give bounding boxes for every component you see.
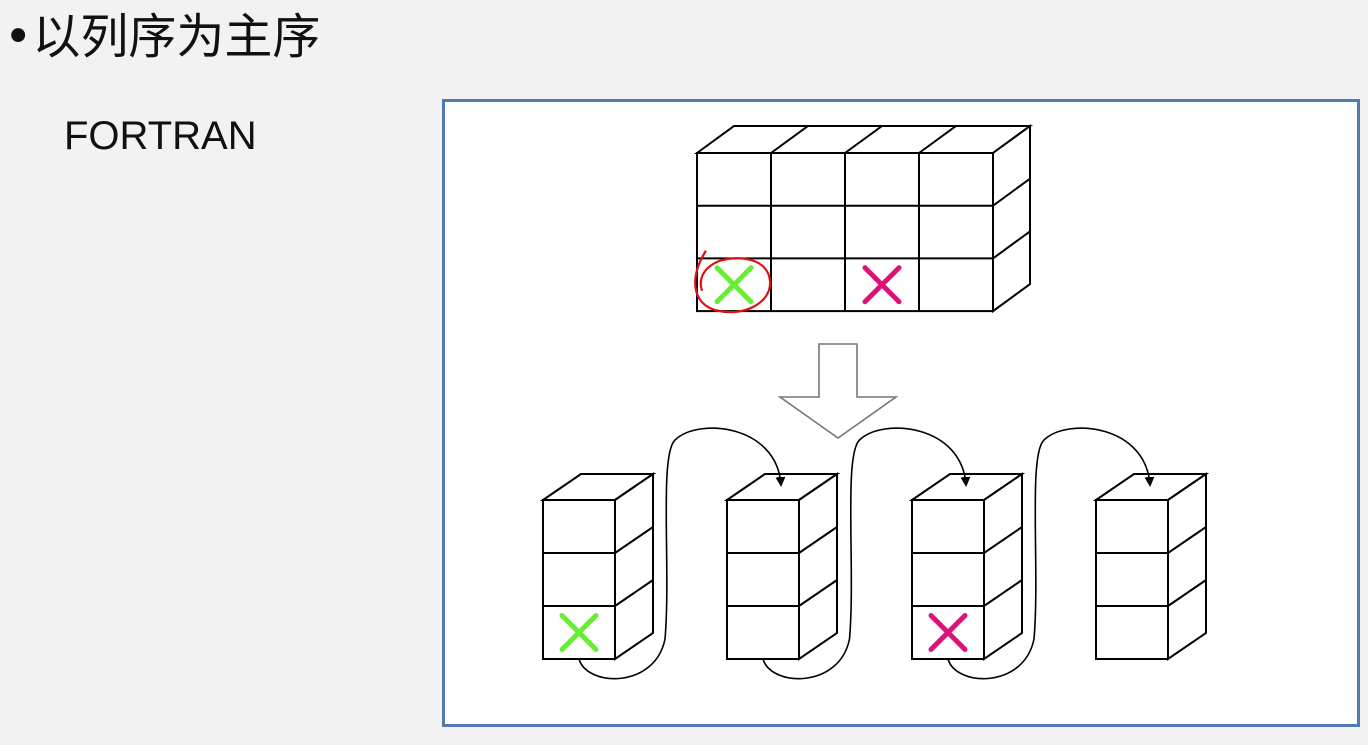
column-stack-1 <box>539 472 657 661</box>
slide-subtitle: FORTRAN <box>64 114 257 158</box>
column-stack-2 <box>723 472 841 661</box>
matrix-3d <box>693 124 1034 314</box>
matrix-side-face <box>992 124 1031 314</box>
matrix-side-line <box>992 230 1031 260</box>
slide-title: •以列序为主序 <box>4 9 321 65</box>
down-arrow-icon <box>777 343 899 439</box>
matrix-top-line <box>770 125 809 154</box>
hollow-down-arrow <box>777 343 899 439</box>
matrix-x-mark-2 <box>862 265 902 305</box>
column-stack-3 <box>908 472 1026 661</box>
matrix-top-line <box>918 125 957 154</box>
diagram-frame <box>442 99 1360 727</box>
annotation-circle <box>694 250 772 314</box>
column-stack-4 <box>1092 472 1210 661</box>
linking-curves <box>578 427 1155 680</box>
column-major-diagram <box>539 124 1210 680</box>
column-x-mark-2 <box>928 613 968 652</box>
matrix-side-line <box>992 177 1031 207</box>
link-curve-1 <box>578 427 786 680</box>
matrix-x-mark-1 <box>714 265 754 305</box>
link-curve-2 <box>762 427 971 680</box>
column-stacks <box>539 472 1210 661</box>
column-x-mark-1 <box>559 613 599 652</box>
matrix-top-line <box>844 125 883 154</box>
link-curve-3 <box>947 427 1155 680</box>
